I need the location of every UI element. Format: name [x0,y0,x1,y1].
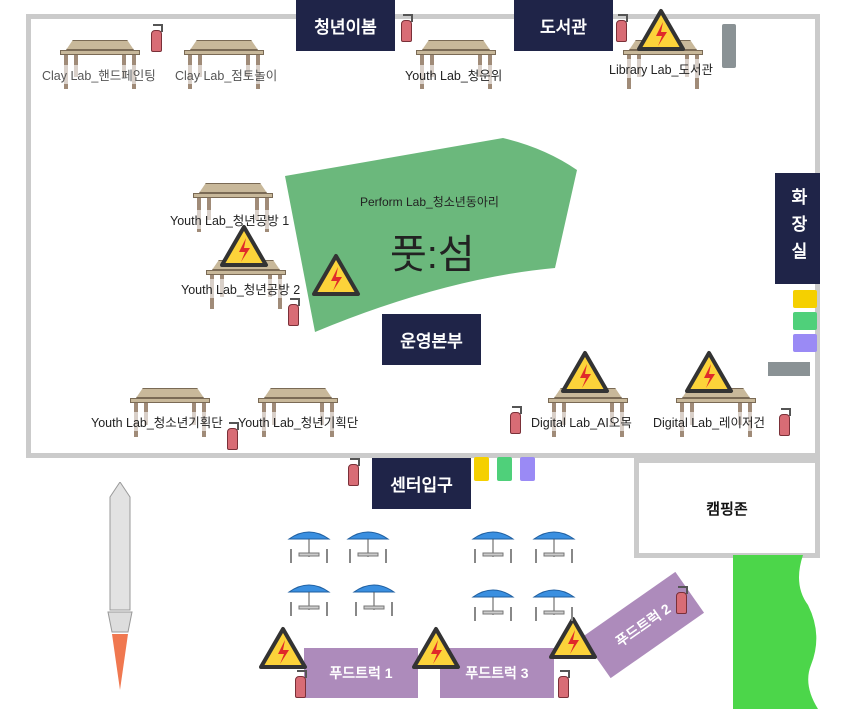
booth-label: Digital Lab_레이저건 [653,412,766,431]
parasol-table-icon [532,585,576,625]
food-truck-3[interactable]: 푸드트럭 3 [440,648,554,698]
fire-extinguisher-icon [292,670,307,698]
fire-extinguisher-icon [224,422,239,450]
electric-hazard-icon [311,253,361,297]
recycling-bin-icon [793,334,817,352]
recycling-bin-icon [793,290,817,308]
booth-label: Youth Lab_청년공방 2 [181,279,301,298]
electric-hazard-icon [548,616,598,660]
stage-name: Perform Lab_청소년동아리 [360,195,499,209]
fire-extinguisher-icon [673,586,688,614]
booth-label: Clay Lab_점토놀이 [175,65,278,84]
electric-hazard-icon [411,626,461,670]
room-entrance[interactable]: 센터입구 [372,458,471,509]
fire-extinguisher-icon [345,458,360,486]
recycling-bin-icon [793,312,817,330]
booth-label: Digital Lab_AI오목 [531,412,632,431]
booth-label: Youth Lab_청년기획단 [238,412,359,431]
booth-label: Youth Lab_청운위 [405,65,503,84]
fire-extinguisher-icon [776,408,791,436]
stage-area[interactable] [285,138,577,332]
room-library[interactable]: 도서관 [514,0,613,51]
fire-extinguisher-icon [555,670,570,698]
booth-label: Youth Lab_청년공방 1 [170,210,290,229]
stage-title: 풋:섬 [390,233,475,277]
room-hq[interactable]: 운영본부 [382,314,481,365]
parasol-table-icon [471,527,515,567]
room-youth-room[interactable]: 청년이봄 [296,0,395,51]
food-truck-1[interactable]: 푸드트럭 1 [304,648,418,698]
booth-label: Youth Lab_청소년기획단 [91,412,223,431]
kiosk-icon [768,362,810,376]
parasol-table-icon [287,580,331,620]
parasol-table-icon [471,585,515,625]
parasol-table-icon [532,527,576,567]
recycling-bin-icon [497,457,512,481]
parasol-table-icon [346,527,390,567]
electric-hazard-icon [684,350,734,394]
parasol-table-icon [352,580,396,620]
fire-extinguisher-icon [285,298,300,326]
camping-zone[interactable]: 캠핑존 [634,458,820,558]
fire-extinguisher-icon [148,24,163,52]
room-restroom[interactable]: 화장실 [775,173,820,284]
electric-hazard-icon [219,224,269,268]
parasol-table-icon [287,527,331,567]
kiosk-icon [722,24,736,68]
rocket-icon [107,482,133,690]
electric-hazard-icon [560,350,610,394]
booth-label: Library Lab_도서관 [609,59,713,78]
grass-area [733,555,818,709]
booth-label: Clay Lab_핸드페인팅 [42,65,156,84]
recycling-bin-icon [520,457,535,481]
fire-extinguisher-icon [507,406,522,434]
electric-hazard-icon [258,626,308,670]
recycling-bin-icon [474,457,489,481]
electric-hazard-icon [636,8,686,52]
fire-extinguisher-icon [398,14,413,42]
fire-extinguisher-icon [613,14,628,42]
